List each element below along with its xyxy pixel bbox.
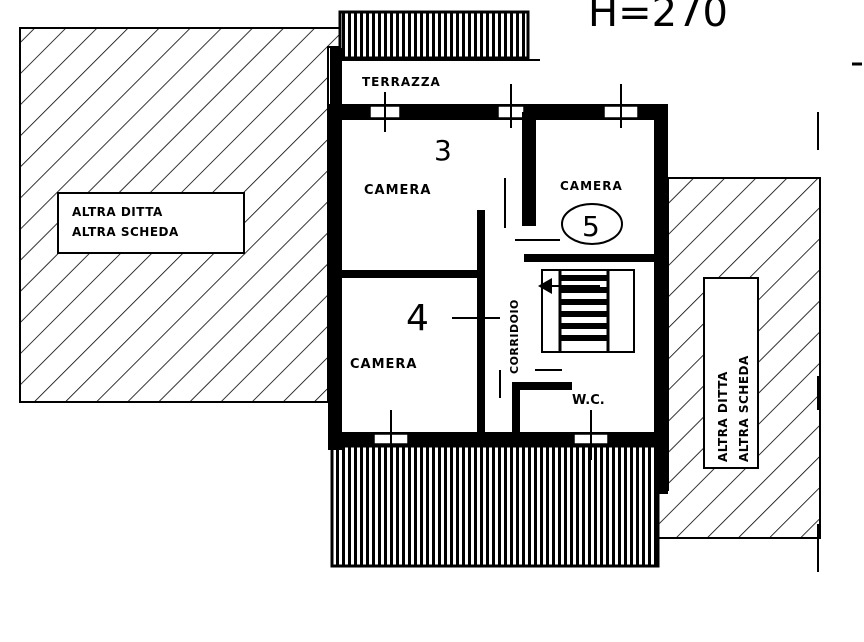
left-neighbour-line2: ALTRA SCHEDA [72, 225, 179, 239]
corridor-label: CORRIDOIO [508, 299, 521, 374]
top-terrace-railing [338, 10, 530, 60]
room-5-circle [561, 203, 623, 245]
right-neighbour-label-box: ALTRA DITTA ALTRA SCHEDA [703, 277, 759, 469]
right-neighbour-line2: ALTRA SCHEDA [737, 355, 751, 462]
room-5-number: 5 [582, 210, 600, 243]
room-3-label: CAMERA [364, 183, 432, 198]
right-edge-marks [817, 62, 862, 572]
bottom-balcony [330, 444, 660, 568]
right-neighbour-line1: ALTRA DITTA [716, 371, 730, 462]
left-neighbour-line1: ALTRA DITTA [72, 205, 163, 219]
stair-arrow-icon [538, 278, 552, 294]
left-neighbour-label-box: ALTRA DITTA ALTRA SCHEDA [57, 192, 245, 254]
room-3-number: 3 [434, 134, 452, 167]
height-label: H=270 [588, 0, 728, 36]
terrace-top-outline [330, 48, 540, 108]
staircase [538, 269, 635, 353]
wc-label: W.C. [572, 393, 605, 408]
room-4-label: CAMERA [350, 357, 418, 372]
interior-walls [338, 112, 656, 432]
window-marks [384, 84, 622, 460]
room-4-number: 4 [406, 298, 429, 339]
room-5-label: CAMERA [560, 179, 623, 193]
door-marks [452, 178, 562, 398]
terrace-label: TERRAZZA [362, 75, 441, 89]
